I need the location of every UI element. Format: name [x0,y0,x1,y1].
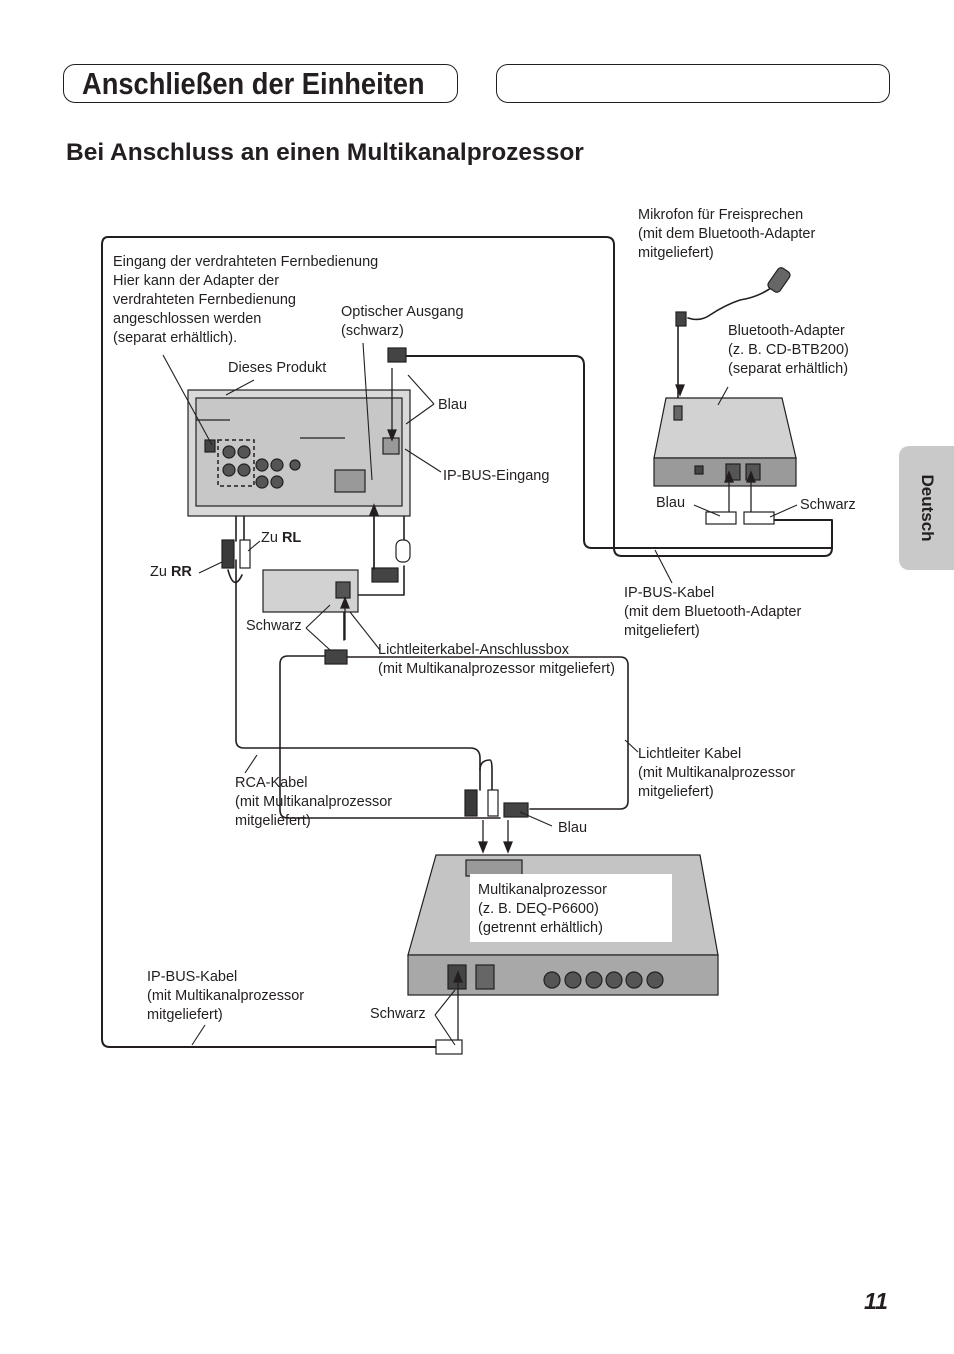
label-ipbus-input: IP-BUS-Eingang [443,468,550,484]
label-blue-2: Blau [656,495,686,511]
section-title: Anschließen der Einheiten [82,66,425,101]
label-black-3: Schwarz [370,1006,426,1022]
label-optical-cable: Lichtleiter Kabel (mit Multikanalprozess… [638,746,796,800]
label-ipbus-cable-bt: IP-BUS-Kabel (mit dem Bluetooth-Adapter … [624,585,802,639]
blank-header-frame [496,64,890,103]
optical-cable [279,655,341,753]
head-unit [187,389,411,517]
label-microphone: Mikrofon für Freisprechen (mit dem Bluet… [638,207,816,261]
label-to-rl: Zu RL [261,530,302,546]
subsection-title: Bei Anschluss an einen Multikanalprozess… [66,139,584,166]
leader-lines [162,342,798,1046]
label-bluetooth-adapter: Bluetooth-Adapter (z. B. CD-BTB200) (sep… [728,323,849,377]
language-tab [899,446,954,570]
processor-label-box [470,874,672,942]
optical-out-cable [403,355,833,549]
connectors [221,347,775,1055]
label-black-1: Schwarz [800,497,856,513]
label-rca-cable: RCA-Kabel (mit Multikanalprozessor mitge… [235,775,393,829]
microphone-cable [687,284,776,321]
ipbus-cable-loop [107,236,833,557]
label-black-2: Schwarz [246,618,302,634]
arrows [340,368,756,1040]
label-blue-1: Blau [438,397,468,413]
label-remote-input: Eingang der verdrahteten Fernbedienung H… [113,254,379,346]
label-blue-3: Blau [558,820,588,836]
section-title-frame [63,64,458,103]
label-optical-output: Optischer Ausgang (schwarz) [341,304,464,339]
label-this-product: Dieses Produkt [228,360,327,376]
label-optical-box: Lichtleiterkabel-Anschlussbox (mit Multi… [378,642,615,677]
page-number: 11 [864,1288,888,1314]
microphone [675,267,791,327]
label-to-rr: Zu RR [150,564,192,580]
bluetooth-adapter [653,397,797,487]
label-processor: Multikanalprozessor (z. B. DEQ-P6600) (g… [478,882,607,936]
label-ipbus-cable-processor: IP-BUS-Kabel (mit Multikanalprozessor mi… [147,969,305,1023]
